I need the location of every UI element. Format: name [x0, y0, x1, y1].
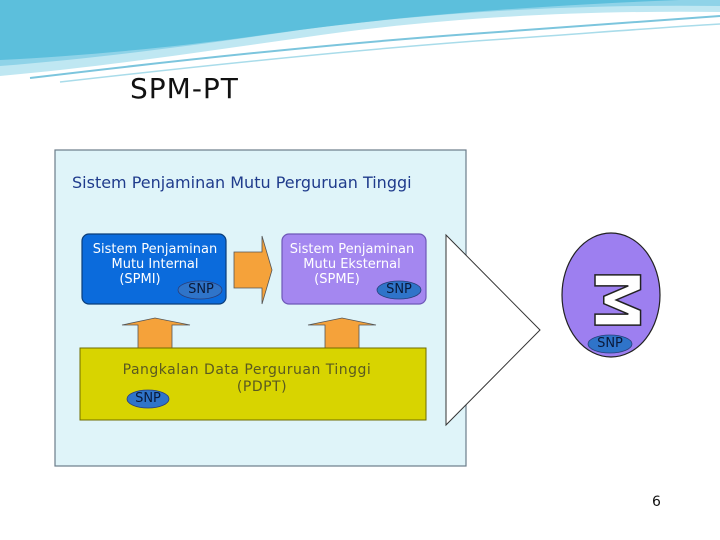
- snp-badge-pdpt: SNP: [135, 391, 161, 406]
- spmi-label-line2: Mutu Internal: [111, 257, 199, 272]
- slide-title: SPM-PT: [130, 72, 239, 105]
- pdpt-label-line2: (PDPT): [236, 379, 288, 395]
- snp-badge-pdpt-shape: [126, 389, 170, 409]
- pdpt-label: Pangkalan Data Perguruan Tinggi (PDPT): [108, 362, 386, 396]
- svg-text:M: M: [580, 269, 653, 331]
- snp-badge-spme-shape: [376, 280, 422, 300]
- snp-badge-spmi-shape: [177, 280, 223, 300]
- spme-label-line3: (SPME): [314, 272, 360, 287]
- snp-badge-m: SNP: [597, 336, 623, 351]
- spmi-label-line3: (SPMI): [119, 272, 161, 287]
- m-letter-icon: M: [579, 268, 654, 331]
- spmi-label: Sistem Penjaminan Mutu Internal (SPMI): [86, 242, 224, 287]
- m-ellipse: [561, 232, 661, 358]
- pdpt-box: [79, 347, 427, 421]
- snp-badge-spme: SNP: [386, 282, 412, 297]
- spme-label-line1: Sistem Penjaminan: [289, 242, 415, 257]
- snp-badge-m-shape: [587, 334, 633, 354]
- big-right-arrow: [445, 233, 541, 427]
- spme-label-line2: Mutu Eksternal: [303, 257, 401, 272]
- page-number: 6: [652, 494, 661, 510]
- orange-arrow-right: [233, 235, 273, 305]
- spmi-label-line1: Sistem Penjaminan: [92, 242, 218, 257]
- snp-badge-spmi: SNP: [188, 282, 214, 297]
- header-wave-decoration: [0, 0, 720, 83]
- pdpt-label-line1: Pangkalan Data Perguruan Tinggi: [122, 362, 372, 378]
- spme-label: Sistem Penjaminan Mutu Eksternal (SPME): [283, 242, 421, 287]
- main-box-title: Sistem Penjaminan Mutu Perguruan Tinggi: [72, 173, 412, 192]
